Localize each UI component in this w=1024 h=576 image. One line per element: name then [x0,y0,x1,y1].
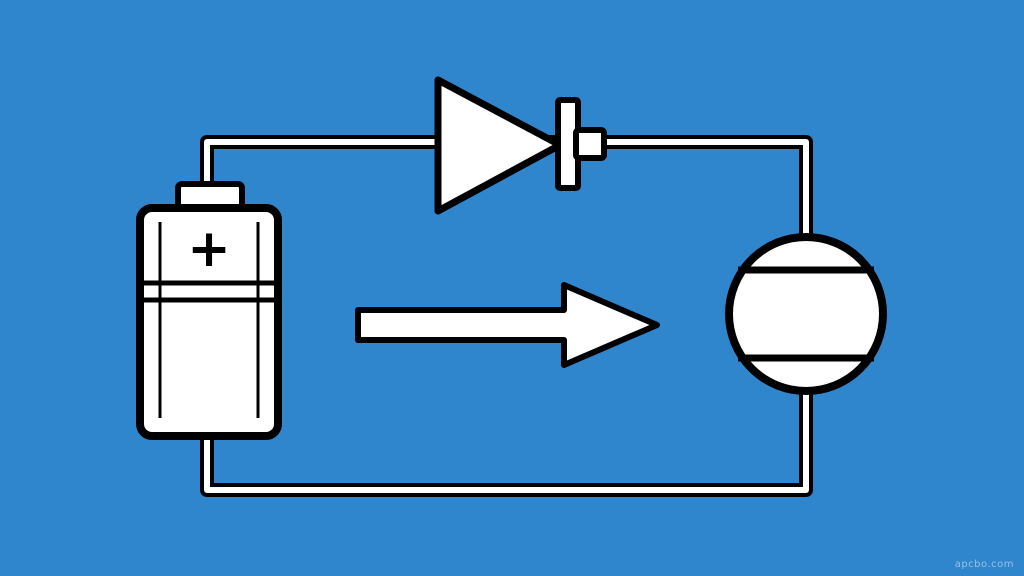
lamp-circle [725,233,887,395]
battery-body [136,204,282,440]
diode-anode-triangle [434,76,564,215]
battery-positive-symbol: + [187,219,231,279]
battery-icon: + [136,181,282,440]
diode-lead-stub [573,127,607,161]
current-direction-arrow [355,282,660,368]
arrow-right-icon [355,282,660,368]
diode-icon [434,76,607,215]
watermark-text: apcbo.com [954,559,1014,570]
lamp-icon [725,233,887,395]
